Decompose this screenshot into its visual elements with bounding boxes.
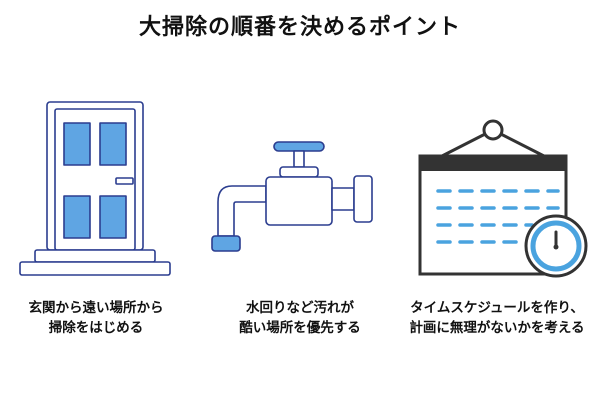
- caption-line: 玄関から遠い場所から: [28, 300, 164, 316]
- faucet-icon: [208, 138, 380, 264]
- door-icon: [16, 98, 176, 280]
- caption-calendar: タイムスケジュールを作り、 計画に無理がないかを考える: [397, 298, 597, 338]
- caption-line: 水回りなど汚れが: [246, 300, 354, 316]
- caption-line: 掃除をはじめる: [48, 320, 144, 336]
- caption-line: タイムスケジュールを作り、: [410, 300, 584, 316]
- calendar-clock-icon: [412, 116, 588, 286]
- caption-faucet: 水回りなど汚れが 酷い場所を優先する: [200, 298, 400, 338]
- page-title: 大掃除の順番を決めるポイント: [138, 15, 461, 40]
- caption-line: 酷い場所を優先する: [239, 320, 361, 336]
- caption-door: 玄関から遠い場所から 掃除をはじめる: [0, 298, 196, 338]
- caption-line: 計画に無理がないかを考える: [409, 320, 585, 336]
